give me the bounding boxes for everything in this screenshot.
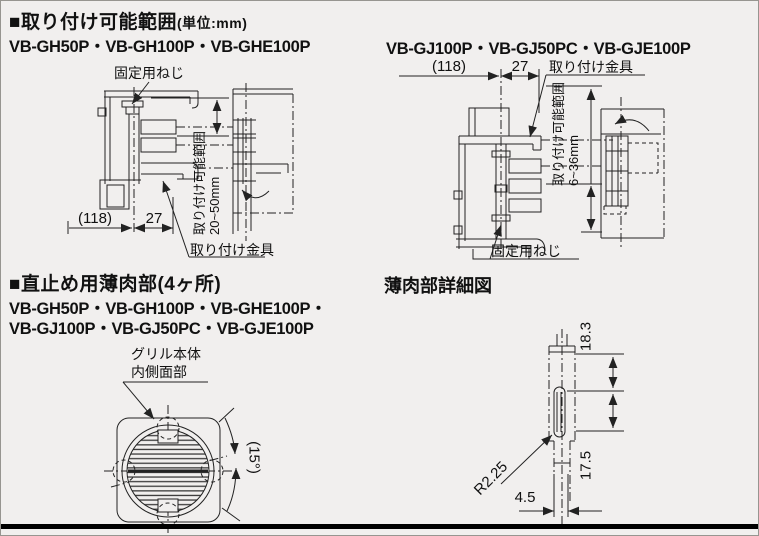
gj-range-text: 取り付け可能範囲 [551,81,566,186]
gh-dim-27: 27 [145,210,163,227]
gj-range-value: 6~36mm [566,135,581,186]
detail-dim-lower: 17.5 [577,450,595,481]
thin-wall-models-1: VB-GH50P・VB-GH100P・VB-GHE100P・ [9,300,327,318]
gj-screw-label: 固定用ねじ [491,243,561,259]
detail-dim-width: 4.5 [514,489,536,506]
gh-range-label: 取り付け可能範囲 20~50mm [192,130,224,235]
gj-range-label: 取り付け可能範囲 6~36mm [551,81,583,186]
gh-range-text: 取り付け可能範囲 [192,130,207,235]
gh-bracket-label: 取り付け金具 [190,242,274,258]
gh-screw-label: 固定用ねじ [114,65,184,81]
gh-leader-lines [131,81,265,258]
mount-range-title-text: ■取り付け可能範囲 [9,12,177,33]
grille-body-label-line1: グリル本体 [131,346,201,362]
gj-rotated-view [600,97,665,249]
gj-dimensions [399,69,602,233]
grille-body-label: グリル本体 内側面部 [131,345,201,381]
detail-dim-upper: 18.3 [577,321,595,352]
thin-wall-detail-view [500,329,624,527]
thin-wall-models-2: VB-GJ100P・VB-GJ50PC・VB-GJE100P [9,320,314,338]
gj-dim-118: (118) [432,58,466,75]
mount-range-title: ■取り付け可能範囲(単位:mm) [9,7,247,34]
gh-models: VB-GH50P・VB-GH100P・VB-GHE100P [9,38,311,56]
grille-front-view [104,381,241,535]
gh-rotated-view [232,83,294,241]
thin-wall-title: ■直止め用薄肉部(4ヶ所) [9,274,222,295]
gj-models: VB-GJ100P・VB-GJ50PC・VB-GJE100P [386,40,691,58]
gh-dimensions [67,97,229,234]
detail-title: 薄肉部詳細図 [384,276,492,296]
gj-leader-lines [489,74,645,260]
gj-bracket-label: 取り付け金具 [549,59,633,75]
angle-label: (15°) [245,441,263,474]
grille-body-label-line2: 内側面部 [131,364,187,380]
bottom-rule [1,524,758,529]
gj-section-view [453,69,613,260]
gh-range-value: 20~50mm [207,176,222,235]
gh-dim-118: (118) [78,210,112,227]
unit-note: (単位:mm) [176,15,248,31]
gh-section-view [97,87,233,235]
gj-dim-27: 27 [511,58,529,75]
